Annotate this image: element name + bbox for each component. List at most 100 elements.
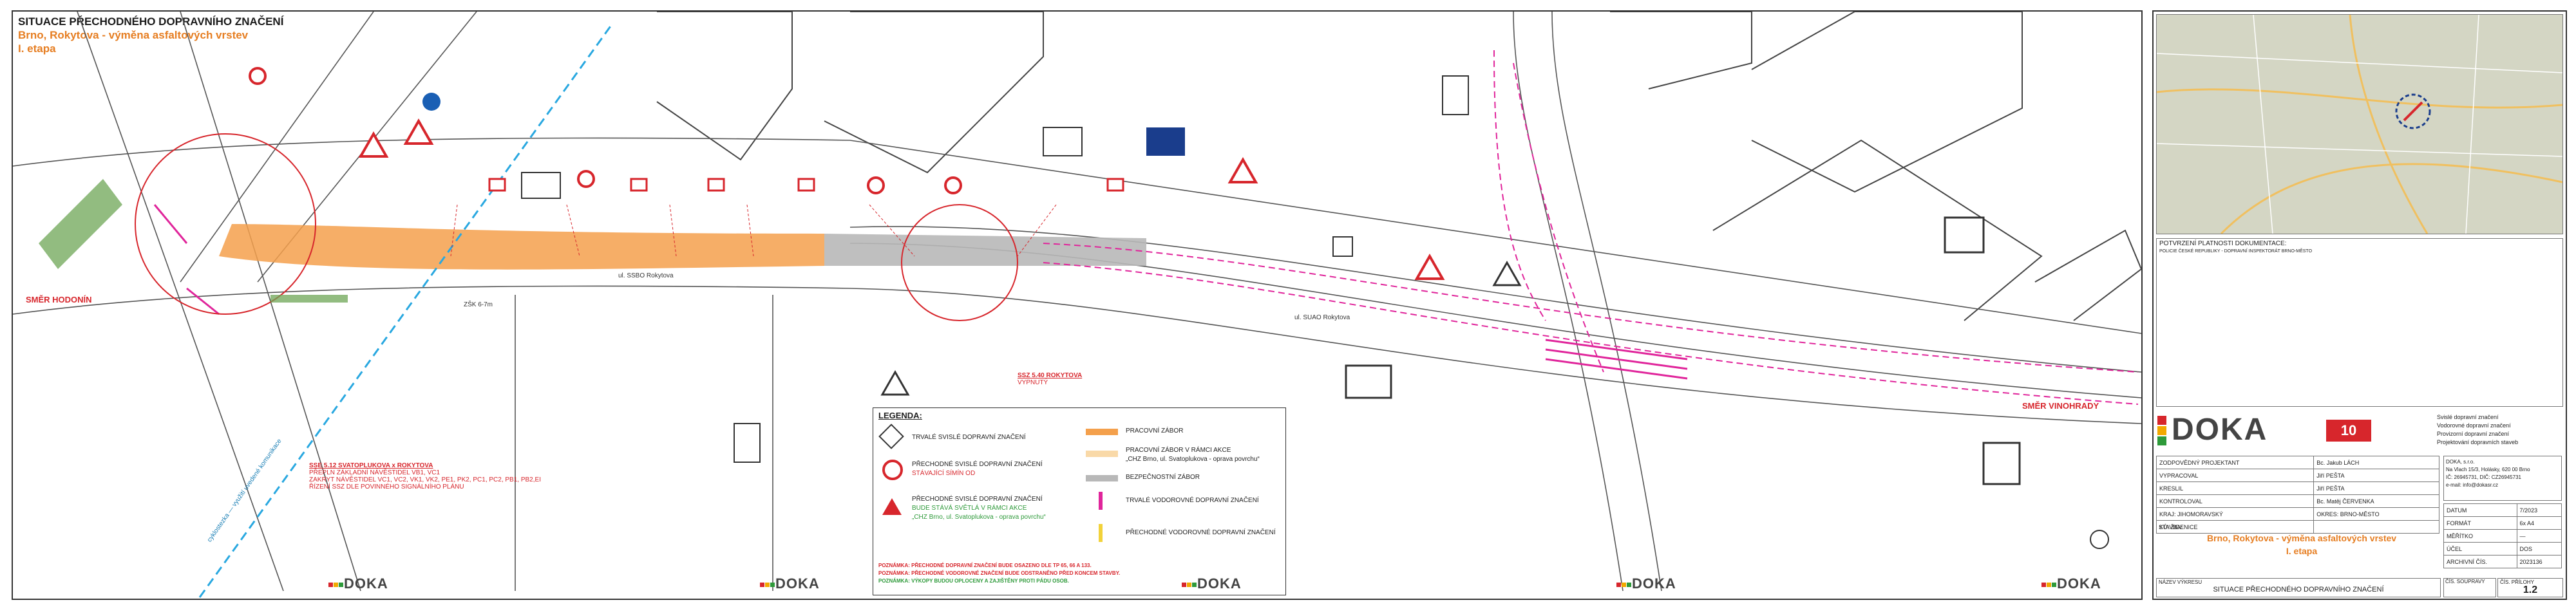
site-plan-map	[13, 12, 2141, 598]
legend-diamond-icon	[878, 424, 904, 449]
legend-item: PRACOVNÍ ZÁBOR V RÁMCI AKCE	[1126, 447, 1231, 454]
info-sign	[1332, 236, 1353, 257]
validation-text: POLICIE ČESKÉ REPUBLIKY - DOPRAVNÍ INSPE…	[2159, 249, 2313, 254]
legend-item: TRVALÉ VODOROVNÉ DOPRAVNÍ ZNAČENÍ	[1126, 497, 1259, 504]
street-label: ul. SUAO Rokytova	[1294, 314, 1350, 321]
warning-sign	[403, 118, 434, 145]
detour-sign	[1043, 127, 1083, 156]
permanent-sign	[1492, 260, 1522, 286]
legend-work-zone-swatch	[1086, 451, 1118, 457]
temp-marking-line	[1043, 243, 2139, 373]
side-road	[1551, 12, 1662, 592]
company-address: DOKA, s.r.o. Na Vlach 15/3, Holásky, 620…	[2443, 456, 2562, 501]
project-label: STAVBA:	[2159, 524, 2183, 530]
footer-logo: DOKA	[1616, 575, 1676, 592]
building-outline	[824, 12, 1044, 174]
cycle-path	[198, 24, 613, 598]
temp-hatch	[1545, 339, 1688, 360]
locator-map-graphic	[2157, 15, 2562, 234]
legend-item-sub: BUDE STÁVÁ SVĚTLÁ V RÁMCI AKCE	[912, 505, 1027, 512]
table-row: ARCHIVNÍ ČÍS.2023136	[2443, 555, 2562, 568]
table-row: MĚŘÍTKO—	[2443, 529, 2562, 543]
green-island	[39, 179, 122, 269]
prohibition-sign	[867, 176, 885, 194]
prohibition-sign	[249, 67, 267, 85]
footer-logo: DOKA	[2041, 575, 2101, 592]
drawing-stage: I. etapa	[18, 42, 56, 55]
title-block: POTVRZENÍ PLATNOSTI DOKUMENTACE: POLICIE…	[2152, 10, 2567, 600]
detail-circle	[135, 133, 316, 315]
project-stage: I. etapa	[2286, 546, 2318, 556]
footer-logo: DOKA	[1182, 575, 1242, 592]
detail-circle	[901, 204, 1018, 321]
lane-sign	[1345, 364, 1392, 399]
building-outline	[656, 12, 793, 161]
warning-sign	[1414, 253, 1445, 280]
direction-label-vinohrady: SMĚR VINOHRADY	[2022, 401, 2099, 411]
legend-box: LEGENDA: TRVALÉ SVISLÉ DOPRAVNÍ ZNAČENÍ …	[873, 407, 1286, 595]
street-label: ul. SSBO Rokytova	[618, 272, 674, 279]
sign-leader	[869, 204, 915, 257]
warning-sign	[358, 131, 389, 158]
project-name: Brno, Rokytova - výměna asfaltových vrst…	[2206, 533, 2397, 543]
green-island	[270, 295, 348, 303]
direction-label-hodonin: SMĚR HODONÍN	[26, 295, 92, 304]
legend-note: POZNÁMKA: VÝKOPY BUDOU OPLOCENY A ZAJIŠT…	[878, 578, 1069, 584]
legend-item-sub: STÁVAJÍCÍ SÍMÍN OD	[912, 470, 976, 477]
legend-item-sub: „CHZ Brno, ul. Svatoplukova - oprava pov…	[912, 514, 1046, 521]
prohibition-sign	[944, 176, 962, 194]
footer-logo: DOKA	[760, 575, 820, 592]
temp-marking-line	[1043, 262, 2139, 405]
safety-zone	[824, 234, 1146, 266]
side-road	[180, 12, 374, 283]
set-number-box: ČÍS. SOUPRAVY	[2443, 578, 2496, 597]
barrier-sign	[488, 178, 506, 192]
building-outline	[1712, 139, 2043, 321]
prohibition-sign	[577, 170, 595, 188]
info-sign	[521, 172, 561, 199]
temp-marking-line	[1513, 62, 1604, 373]
road-edge	[849, 226, 2141, 373]
barrier-sign	[630, 178, 648, 192]
legend-marking-icon	[1099, 492, 1103, 510]
building-outline	[1610, 12, 1752, 89]
lane-sign	[1146, 127, 1185, 156]
building-outline	[2034, 229, 2141, 321]
work-zone	[219, 224, 824, 270]
sign-leader	[1017, 204, 1057, 257]
drawing-subtitle: Brno, Rokytova - výměna asfaltových vrst…	[18, 29, 249, 41]
temp-hatch	[1545, 348, 1688, 370]
width-label: ZŠK 6-7m	[464, 301, 493, 308]
validation-box: POTVRZENÍ PLATNOSTI DOKUMENTACE: POLICIE…	[2156, 238, 2563, 407]
side-road	[1513, 12, 1624, 592]
locator-map	[2156, 14, 2563, 234]
table-row: KÚ: ŽIDENICE	[2155, 520, 2439, 534]
drawing-title-box: NÁZEV VÝKRESU SITUACE PŘECHODNÉHO DOPRAV…	[2156, 578, 2441, 597]
legend-item: PŘECHODNÉ SVISLÉ DOPRAVNÍ ZNAČENÍ	[912, 461, 1043, 468]
legend-work-zone-swatch	[1086, 429, 1118, 435]
drawing-sheet: SITUACE PŘECHODNÉHO DOPRAVNÍHO ZNAČENÍ B…	[12, 10, 2143, 600]
legend-safety-zone-swatch	[1086, 475, 1118, 481]
barrier-sign	[1106, 178, 1124, 192]
anniversary-badge: 10 LET	[2326, 420, 2371, 460]
legend-item: BEZPEČNOSTNÍ ZÁBOR	[1126, 474, 1200, 481]
lane-sign	[1944, 216, 1985, 254]
footer-logo: DOKA	[328, 575, 388, 592]
info-sign	[734, 423, 761, 463]
company-logo: DOKA 10 LET	[2157, 412, 2376, 460]
sheet-number: 1.2	[2523, 584, 2538, 595]
lane-sign	[1442, 75, 1469, 115]
warning-sign	[1227, 156, 1258, 183]
legend-item: PŘECHODNÉ VODOROVNÉ DOPRAVNÍ ZNAČENÍ	[1126, 529, 1276, 536]
drawing-title: SITUACE PŘECHODNÉHO DOPRAVNÍHO ZNAČENÍ	[18, 15, 284, 28]
